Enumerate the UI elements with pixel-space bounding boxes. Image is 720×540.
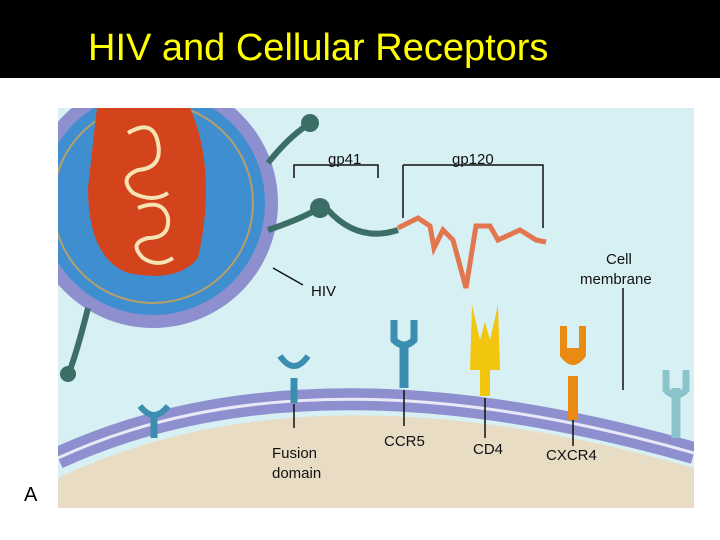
ccr5-label: CCR5 <box>384 433 425 450</box>
cxcr4-label: CXCR4 <box>546 447 597 464</box>
cell-membrane-label-line1: Cell <box>606 251 632 268</box>
fusion-domain-label-line2: domain <box>272 465 321 482</box>
cell-membrane-label-line2: membrane <box>580 271 652 288</box>
fusion-domain-label-line1: Fusion <box>272 445 317 462</box>
capsid-core <box>88 108 206 276</box>
hiv-receptor-diagram: gp41 gp120 HIV Cell membrane Fusion doma… <box>58 108 694 508</box>
cd4-label: CD4 <box>473 441 503 458</box>
gp41-knob-upper <box>301 114 319 132</box>
gp41-knob <box>310 198 330 218</box>
slide-title: HIV and Cellular Receptors <box>88 24 548 72</box>
hiv-label: HIV <box>311 283 336 300</box>
gp41-label: gp41 <box>328 151 361 168</box>
gp41-knob-left <box>60 366 76 382</box>
panel-letter: A <box>24 484 37 507</box>
gp120-label: gp120 <box>452 151 494 168</box>
